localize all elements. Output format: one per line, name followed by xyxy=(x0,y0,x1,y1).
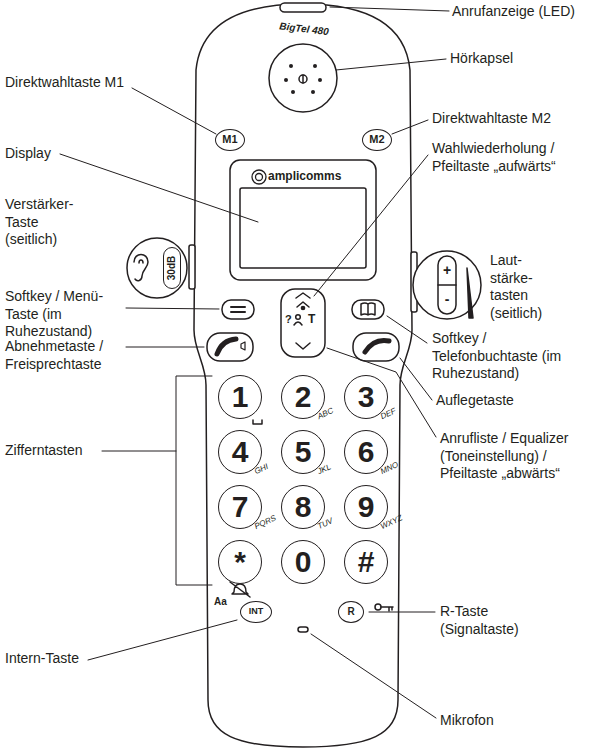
ear-icon xyxy=(134,255,148,281)
key-label: 30dB xyxy=(167,256,178,280)
digit-key: * xyxy=(218,540,262,584)
lock-key-symbol xyxy=(375,604,381,610)
key-label: M2 xyxy=(369,134,384,146)
volume-wedge xyxy=(467,268,473,318)
callout-label: Laut- stärke- tasten (seitlich) xyxy=(490,252,556,322)
microphone xyxy=(298,627,308,632)
menu-key xyxy=(222,300,254,319)
callout-label: Anrufliste / Equalizer (Toneinstellung) … xyxy=(440,430,600,483)
intern-key: INT xyxy=(240,601,272,623)
key-label: R xyxy=(347,607,354,618)
key-symbol: ? xyxy=(285,313,292,327)
earpiece xyxy=(269,44,337,112)
key-symbol: Aa xyxy=(214,596,227,609)
callout-label: Abnehmetaste / Freisprechtaste xyxy=(5,338,123,373)
amplifier-side-button xyxy=(189,245,195,289)
call-key xyxy=(207,333,253,361)
callout-label: Wahlwiederholung / Pfeiltaste „aufwärts“ xyxy=(432,140,602,175)
callout-label: Softkey / Telefonbuchtaste (im Ruhezusta… xyxy=(432,330,572,383)
key-label: 3 xyxy=(358,381,375,413)
key-label: * xyxy=(234,546,246,578)
amplifier-button: 30dB xyxy=(163,247,181,289)
callout-label: Hörkapsel xyxy=(450,50,513,68)
volume-buttons: +- xyxy=(438,256,456,314)
brand-logo: amplicomms xyxy=(268,169,341,184)
speed-dial-key: M1 xyxy=(215,129,245,151)
digit-key: 1 xyxy=(218,375,262,419)
key-label: - xyxy=(445,292,450,307)
leader-lines xyxy=(60,7,449,718)
callout-label: Softkey / Menü-Taste (im Ruhezustand) xyxy=(5,288,127,341)
key-symbol: T xyxy=(308,312,315,327)
key-label: + xyxy=(443,263,451,278)
key-label: # xyxy=(358,546,375,578)
ringer-off-symbol xyxy=(230,582,250,597)
digit-key: # xyxy=(344,540,388,584)
callout-label: Verstärker- Taste (seitlich) xyxy=(5,196,89,249)
space-symbol xyxy=(253,420,262,424)
digit-key: 0 xyxy=(281,540,325,584)
amplifier-zoom xyxy=(127,238,187,298)
key-label: 9 xyxy=(358,491,375,523)
key-label: 6 xyxy=(358,436,375,468)
key-label: 8 xyxy=(295,491,312,523)
speed-dial-key: M2 xyxy=(362,129,392,151)
key-label: 5 xyxy=(295,436,312,468)
key-label: 0 xyxy=(295,546,312,578)
r-key: R xyxy=(338,601,364,623)
hangup-key xyxy=(353,333,399,361)
callout-label: Display xyxy=(5,145,51,163)
callout-label: Mikrofon xyxy=(440,712,494,730)
model-name: BigTel 480 xyxy=(268,19,339,40)
key-label: 1 xyxy=(232,381,249,413)
callout-label: Direktwahltaste M1 xyxy=(5,74,124,92)
callout-label: Zifferntasten xyxy=(5,442,83,460)
led xyxy=(280,3,326,12)
key-label: INT xyxy=(249,607,264,616)
key-label: M1 xyxy=(222,134,237,146)
callout-label: Anrufanzeige (LED) xyxy=(452,3,575,21)
callout-label: Auflegetaste xyxy=(436,392,514,410)
callout-label: R-Taste (Signaltaste) xyxy=(440,603,550,638)
callout-label: Direktwahltaste M2 xyxy=(432,110,551,128)
key-label: 2 xyxy=(295,381,312,413)
phonebook-key xyxy=(352,300,384,319)
callout-label: Intern-Taste xyxy=(5,650,79,668)
navigation-key xyxy=(281,289,325,357)
volume-zoom xyxy=(413,251,481,319)
key-label: 7 xyxy=(232,491,249,523)
display xyxy=(240,188,366,268)
key-label: 4 xyxy=(232,436,249,468)
handset-outline xyxy=(194,4,412,747)
